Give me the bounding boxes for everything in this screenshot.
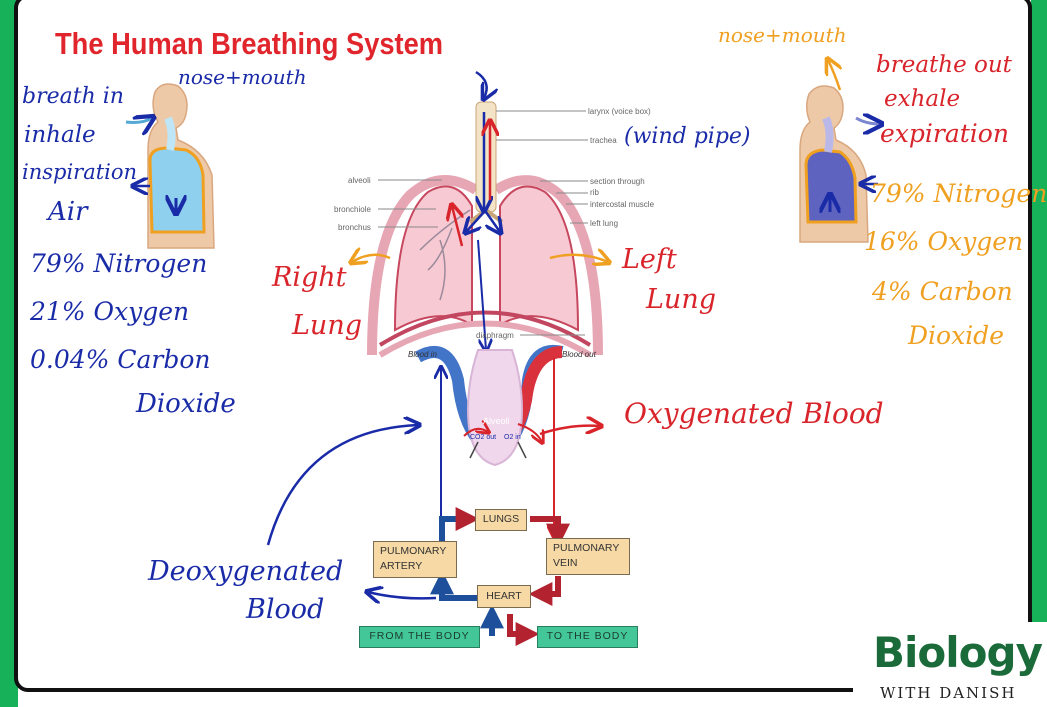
flow-heart-box: HEART <box>477 585 531 608</box>
flow-to-body-box: TO THE BODY <box>537 626 638 648</box>
deoxygenated-label-2: Blood <box>246 594 325 625</box>
pa-line-1: PULMONARY <box>380 545 447 557</box>
left-note-3: inspiration <box>22 160 138 184</box>
airflow-arrows <box>452 70 500 350</box>
right-nose-mouth: nose+mouth <box>718 23 847 47</box>
label-larynx: larynx (voice box) <box>588 107 651 116</box>
left-lung-pointer <box>549 255 608 262</box>
label-bronchus: bronchus <box>338 223 371 232</box>
left-lung-label-1: Left <box>622 244 677 275</box>
oxygenated-blood-label: Oxygenated Blood <box>624 397 884 430</box>
right-composition-3: 4% Carbon <box>872 277 1013 306</box>
label-co2-out: CO2 out <box>470 434 497 441</box>
left-note-1: breath in <box>22 84 124 109</box>
pv-line-1: PULMONARY <box>553 542 620 554</box>
left-composition-1: 79% Nitrogen <box>30 249 208 278</box>
right-composition-1: 79% Nitrogen <box>870 179 1047 208</box>
flow-from-body-box: FROM THE BODY <box>359 626 480 648</box>
left-note-2: inhale <box>24 122 96 148</box>
left-composition-4: Dioxide <box>136 389 236 419</box>
label-lines <box>378 110 588 336</box>
brand-logo: Biology <box>873 628 1043 677</box>
flow-pulmonary-artery-box: PULMONARY ARTERY <box>373 541 457 578</box>
exhale-figure <box>799 60 880 243</box>
pv-line-2: VEIN <box>553 557 578 569</box>
label-trachea: trachea <box>590 136 617 145</box>
flowchart-arrows <box>430 507 570 646</box>
right-composition-4: Dioxide <box>908 321 1004 350</box>
label-bronchiole: bronchiole <box>334 205 371 214</box>
right-note-2: exhale <box>884 86 961 112</box>
label-section-through: section through <box>590 177 645 186</box>
alveoli-red-arrow <box>463 429 488 437</box>
left-composition-2: 21% Oxygen <box>30 297 190 326</box>
right-composition-2: 16% Oxygen <box>864 227 1024 256</box>
label-left-lung: left lung <box>590 219 619 228</box>
right-lung-label-1: Right <box>272 262 347 293</box>
green-stripe-right <box>1031 0 1047 707</box>
label-blood-in: Blood in <box>408 350 437 359</box>
lungs-illustration <box>367 101 603 358</box>
label-alveoli: alveoli <box>348 176 371 185</box>
flow-lungs-box: LUNGS <box>475 509 527 531</box>
wind-pipe-note: (wind pipe) <box>624 124 751 149</box>
label-intercostal: intercostal muscle <box>590 200 655 209</box>
deoxygenated-pointer-2 <box>368 592 437 598</box>
deoxygenated-pointer <box>266 425 418 546</box>
green-stripe-left <box>0 0 18 707</box>
label-rib: rib <box>590 188 599 197</box>
right-note-1: breathe out <box>876 52 1012 78</box>
left-nose-mouth: nose+mouth <box>178 65 307 89</box>
right-lung-label-2: Lung <box>292 310 362 341</box>
alveoli-red-arrow-2 <box>517 423 542 442</box>
inhale-figure <box>125 83 215 249</box>
label-alveoli-center: Alveoli <box>483 416 510 426</box>
logo-background <box>853 622 1047 707</box>
right-note-3: expiration <box>880 119 1009 148</box>
left-lung-label-2: Lung <box>646 284 716 315</box>
pa-line-2: ARTERY <box>380 560 423 572</box>
deoxygenated-label-1: Deoxygenated <box>148 556 344 587</box>
left-composition-3: 0.04% Carbon <box>30 345 211 374</box>
flow-pulmonary-vein-box: PULMONARY VEIN <box>546 538 630 575</box>
left-note-4: Air <box>48 197 88 227</box>
page-title: The Human Breathing System <box>55 26 444 61</box>
right-lung-pointer <box>352 255 391 262</box>
label-o2-in: O2 in <box>504 434 521 441</box>
brand-subtitle: WITH DANISH <box>880 684 1017 702</box>
label-diaphragm: diaphragm <box>476 331 514 340</box>
label-blood-out: Blood out <box>562 350 596 359</box>
alveolus-diagram <box>415 344 564 467</box>
oxygenated-pointer <box>539 426 600 436</box>
